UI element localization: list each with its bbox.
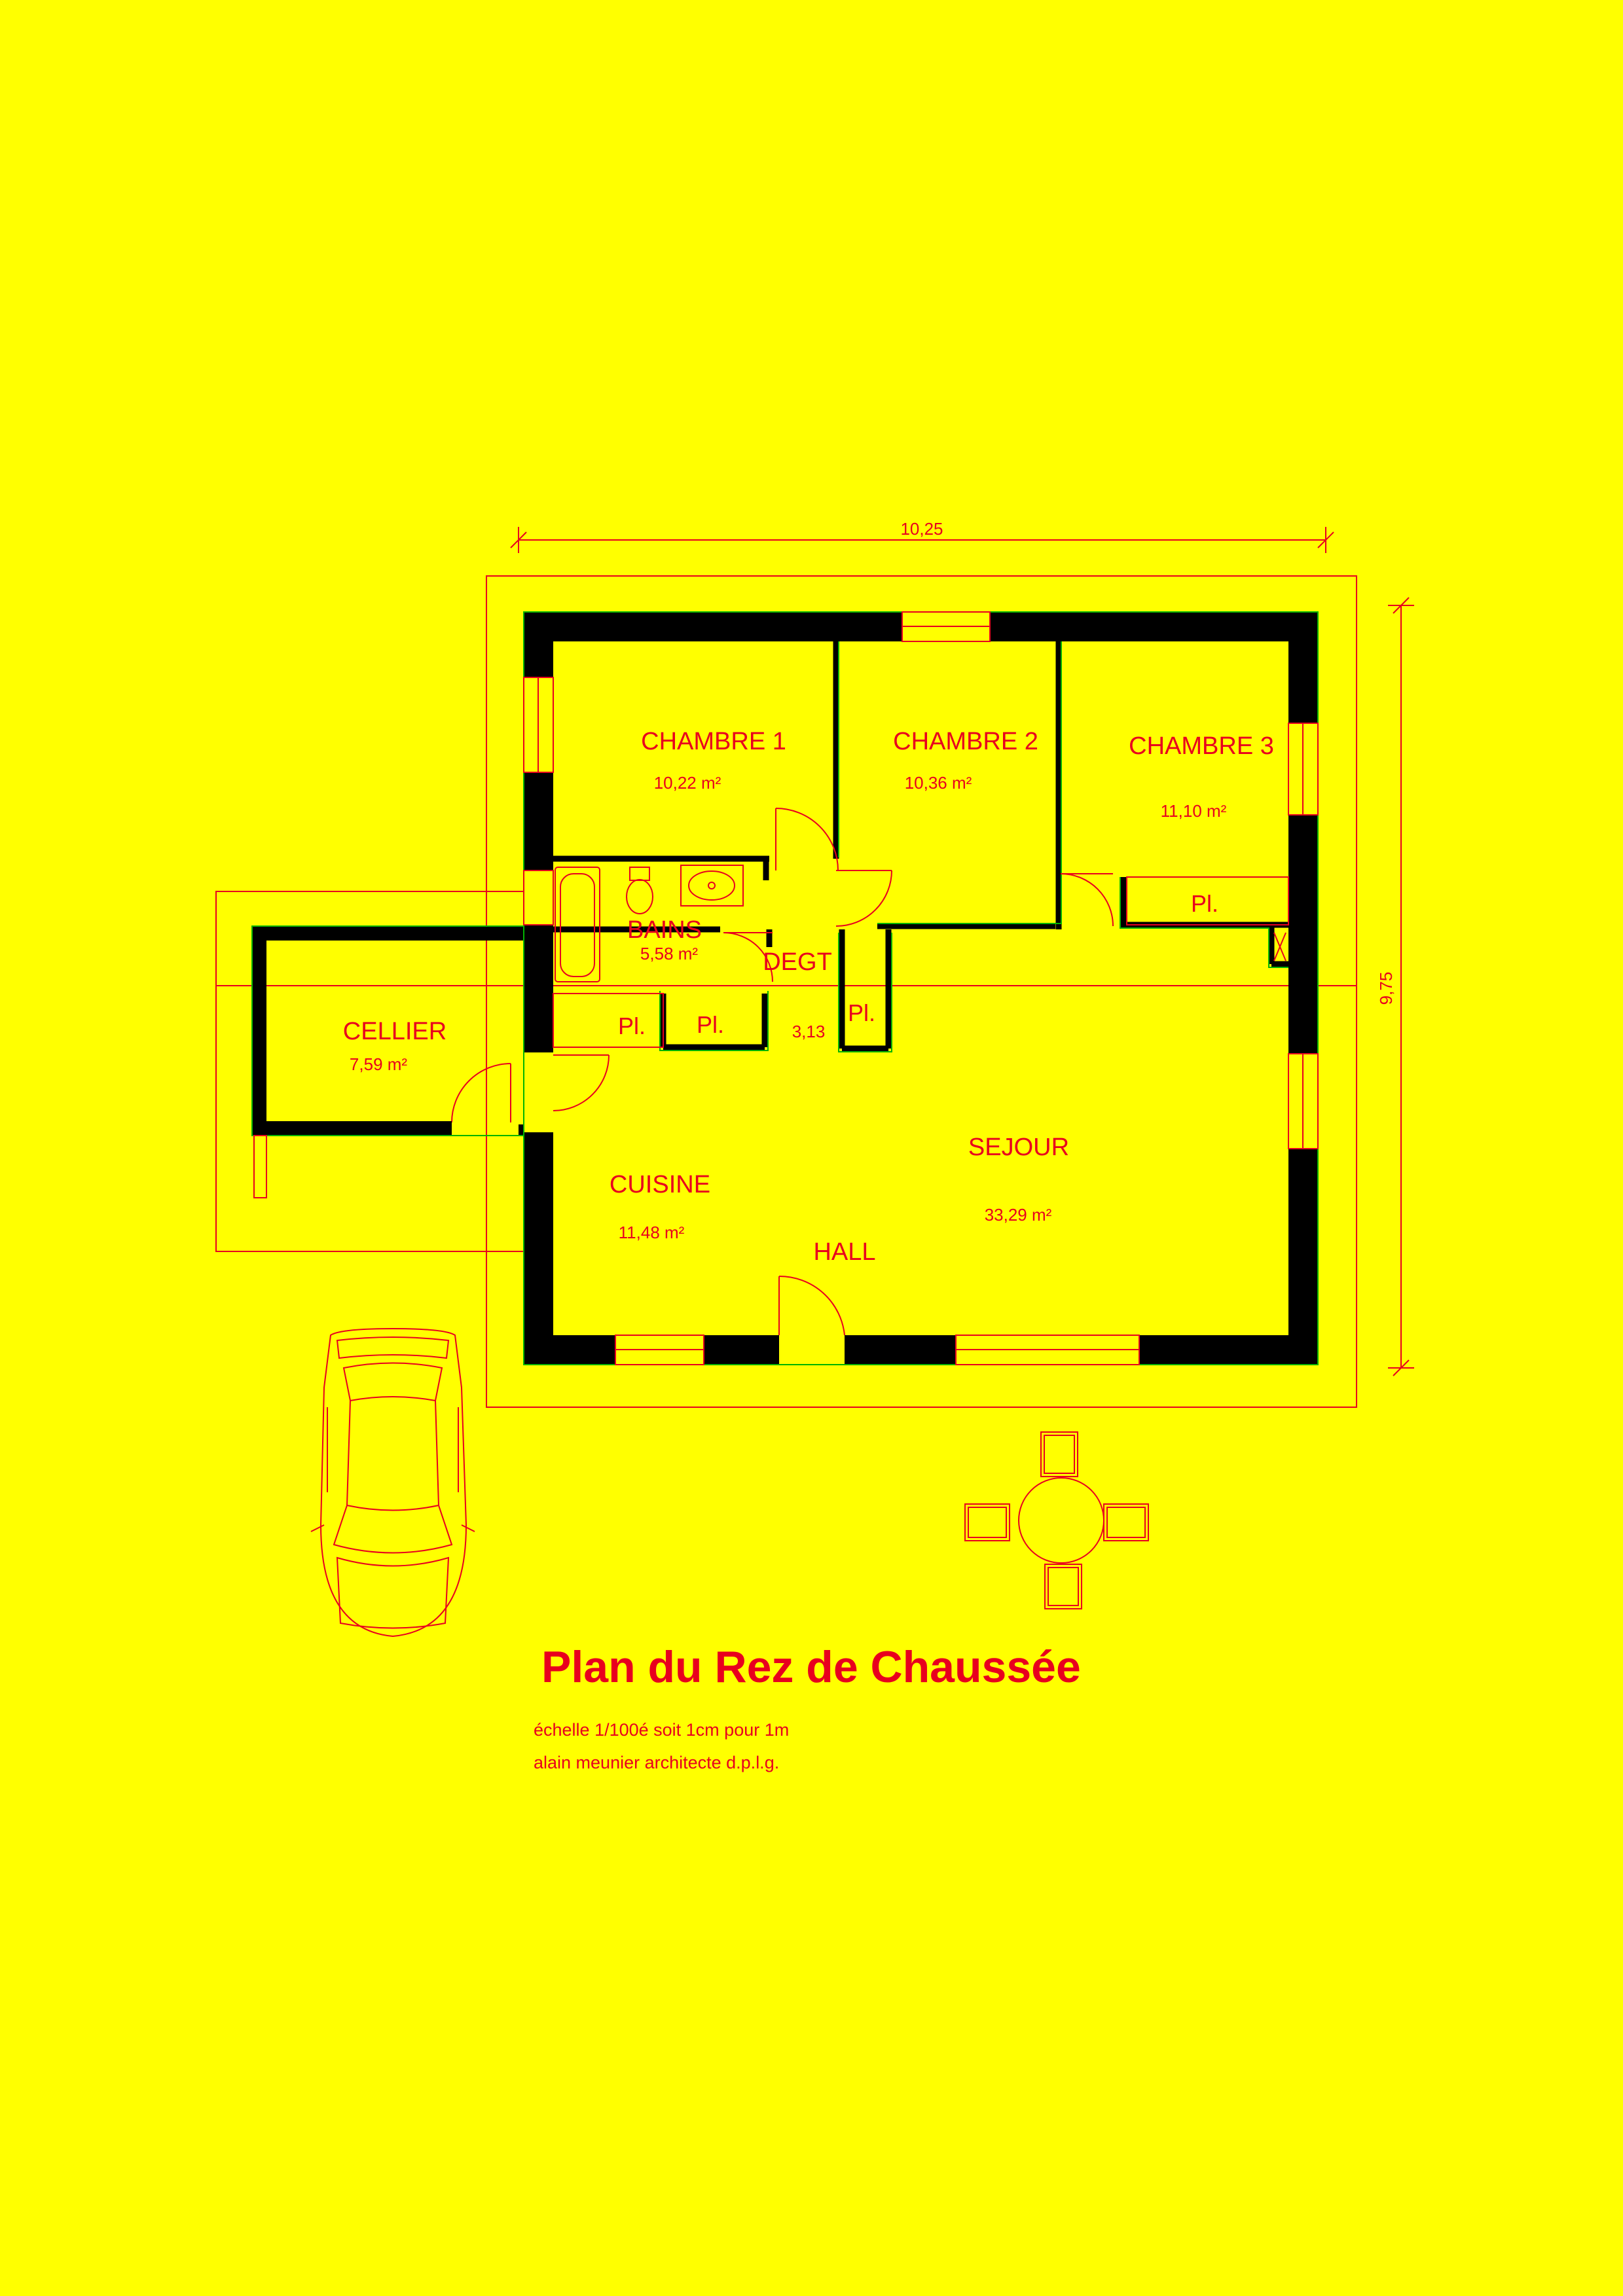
sink-icon [680, 865, 744, 906]
interior-partitions [553, 641, 1288, 1052]
bathtub-icon [555, 867, 600, 982]
room-label-cellier: CELLIER [343, 1018, 447, 1045]
room-area-chambre3: 11,10 m² [1161, 801, 1227, 821]
room-label-chambre2: CHAMBRE 2 [893, 728, 1038, 755]
closet-label-cuisine: Pl. [618, 1013, 646, 1039]
closet-label-degt: Pl. [848, 999, 875, 1026]
doors [451, 808, 1114, 1336]
room-area-degt: 3,13 [792, 1022, 826, 1041]
plot-outline [486, 575, 1357, 1408]
dimension-depth-label: 9,75 [1376, 972, 1396, 1005]
table-and-chairs-icon [964, 1431, 1149, 1609]
room-area-chambre1: 10,22 m² [654, 773, 721, 793]
exterior-walls [524, 612, 1318, 1365]
dimension-width-label: 10,25 [900, 519, 943, 539]
room-area-chambre2: 10,36 m² [905, 773, 972, 793]
room-area-cellier: 7,59 m² [350, 1054, 407, 1074]
partition-outlines [659, 641, 1288, 1052]
dimension-width: 10,25 [510, 519, 1334, 553]
closet-label-chambre3: Pl. [1191, 890, 1218, 917]
room-area-cuisine: 11,48 m² [619, 1223, 685, 1242]
cellier-post [253, 1135, 267, 1198]
closet-outline [553, 993, 664, 1048]
cellier-walls [251, 925, 524, 1198]
closet-label-bains: Pl. [697, 1011, 724, 1038]
exterior-outline [523, 611, 1319, 1365]
room-label-degt: DEGT [763, 948, 832, 976]
room-label-chambre1: CHAMBRE 1 [641, 728, 786, 755]
room-label-sejour: SEJOUR [968, 1134, 1069, 1161]
room-label-bains: BAINS [627, 916, 702, 944]
architect-note: alain meunier architecte d.p.l.g. [534, 1753, 779, 1772]
bathroom-fixtures [555, 865, 744, 982]
toilet-icon [629, 867, 650, 881]
room-label-cuisine: CUISINE [610, 1171, 710, 1198]
dimension-depth: 9,75 [1376, 597, 1414, 1376]
closet-outline-ch3 [1126, 876, 1289, 925]
scale-note: échelle 1/100é soit 1cm pour 1m [534, 1720, 789, 1740]
room-area-bains: 5,58 m² [640, 944, 698, 963]
room-label-chambre3: CHAMBRE 3 [1129, 732, 1274, 760]
windows [523, 611, 1319, 1365]
room-label-hall: HALL [813, 1238, 875, 1266]
room-area-sejour: 33,29 m² [985, 1205, 1052, 1225]
car-icon [310, 1327, 475, 1638]
cellier-plot-outline [215, 891, 524, 1252]
page-title: Plan du Rez de Chaussée [541, 1642, 1081, 1692]
